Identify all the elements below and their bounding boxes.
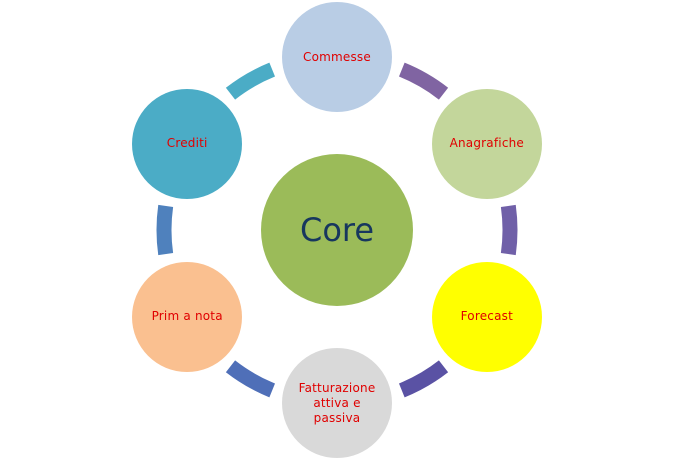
node-label-forecast: Forecast	[460, 309, 513, 323]
node-fatturazione: Fatturazione attiva e passiva	[282, 348, 392, 458]
connector-arc-forecast-fatturazione	[398, 360, 449, 398]
core-node: Core	[261, 154, 413, 306]
connector-arc-anagrafiche-forecast	[500, 204, 518, 256]
node-forecast: Forecast	[431, 261, 542, 372]
node-commesse: Commesse	[282, 2, 392, 112]
connector-arc-crediti-commesse	[225, 62, 276, 100]
node-anagrafiche: Anagrafiche	[431, 88, 542, 199]
connector-arc-commesse-anagrafiche	[398, 62, 449, 100]
connector-arc-fatturazione-prima-nota	[225, 360, 276, 398]
node-label-crediti: Crediti	[166, 136, 208, 150]
node-label-fatturazione: Fatturazione attiva e passiva	[298, 380, 376, 425]
node-label-prima-nota: Prim a nota	[151, 309, 223, 323]
node-prima-nota: Prim a nota	[132, 261, 243, 372]
node-label-commesse: Commesse	[303, 49, 371, 64]
node-crediti: Crediti	[132, 88, 243, 199]
core-label: Core	[299, 211, 375, 249]
connector-arc-prima-nota-crediti	[156, 204, 174, 256]
node-label-anagrafiche: Anagrafiche	[449, 136, 525, 150]
